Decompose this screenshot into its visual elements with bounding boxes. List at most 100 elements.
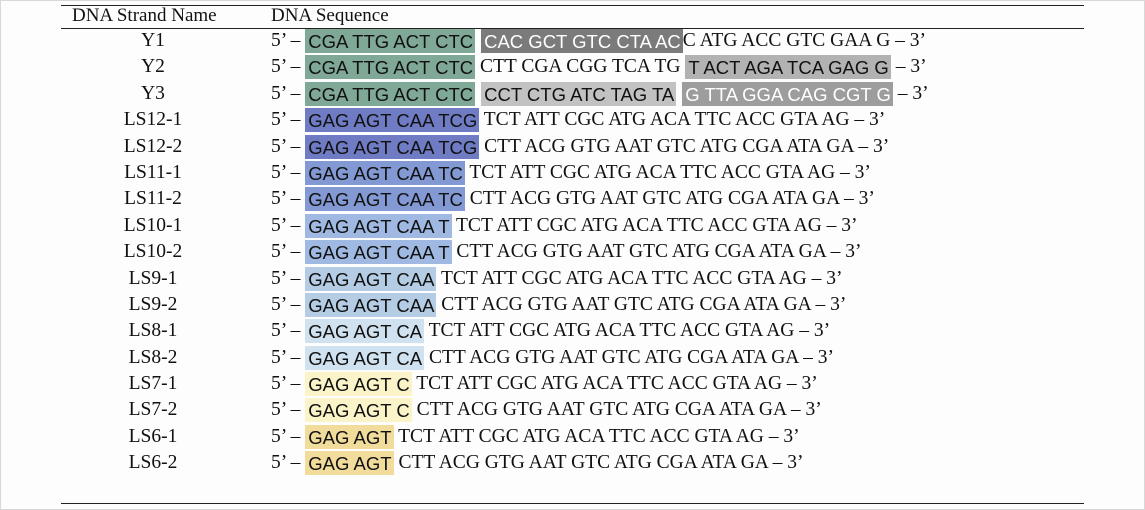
sequence-text: 5’ – [271, 241, 306, 263]
dna-sequence: 5’ – GAG AGT CAA T TCT ATT CGC ATG ACA T… [271, 213, 858, 239]
dna-sequence: 5’ – GAG AGT CAA TC CTT ACG GTG AAT GTC … [271, 186, 875, 212]
strand-name: LS10-2 [123, 241, 183, 263]
table-row: LS10-2 5’ – GAG AGT CAA T CTT ACG GTG AAT… [0, 239, 1145, 265]
sequence-text: TCT ATT CGC ATG ACA TTC ACC GTA AG – 3’ [451, 214, 858, 236]
strand-name: LS9-1 [128, 267, 178, 289]
dna-sequence: 5’ – GAG AGT TCT ATT CGC ATG ACA TTC ACC… [271, 424, 800, 450]
strand-name: Y3 [141, 82, 165, 104]
sequence-text: TCT ATT CGC ATG ACA TTC ACC GTA AG – 3’ [436, 267, 843, 289]
dna-sequence: 5’ – GAG AGT CAA T CTT ACG GTG AAT GTC A… [271, 239, 861, 265]
table-bottom-rule [61, 503, 1084, 504]
sequence-text: CTT ACG GTG AAT GTC ATG CGA ATA GA – 3’ [411, 399, 822, 421]
highlighted-domain: GAG AGT CAA TC [305, 187, 465, 212]
highlighted-domain: GAG AGT CAA T [305, 240, 452, 265]
sequence-text: CTT ACG GTG AAT GTC ATG CGA ATA GA – 3’ [451, 241, 862, 263]
highlighted-domain: GAG AGT CAA TCG [305, 134, 480, 159]
dna-sequence: 5’ – GAG AGT CAA TC TCT ATT CGC ATG ACA … [271, 160, 871, 186]
strand-name: LS11-1 [124, 161, 182, 183]
highlighted-domain: CGA TTG ACT CTC [305, 55, 476, 80]
sequence-text: CTT ACG GTG AAT GTC ATG CGA ATA GA – 3’ [393, 452, 804, 474]
sequence-text: 5’ – [271, 82, 306, 104]
highlighted-domain: GAG AGT C [305, 398, 412, 423]
dna-sequence: 5’ – GAG AGT C CTT ACG GTG AAT GTC ATG C… [271, 397, 822, 423]
dna-sequence: 5’ – GAG AGT CAA CTT ACG GTG AAT GTC ATG… [271, 292, 846, 318]
highlighted-domain: CAC GCT GTC CTA AC [481, 29, 683, 53]
strand-name: Y2 [141, 56, 165, 78]
dna-sequence: 5’ – GAG AGT CA CTT ACG GTG AAT GTC ATG … [271, 345, 834, 371]
sequence-text: 5’ – [271, 56, 306, 78]
dna-sequence: 5’ – GAG AGT CA TCT ATT CGC ATG ACA TTC … [271, 318, 830, 344]
table-row: LS6-1 5’ – GAG AGT TCT ATT CGC ATG ACA TT… [0, 424, 1145, 450]
table-row: LS9-2 5’ – GAG AGT CAA CTT ACG GTG AAT GT… [0, 292, 1145, 318]
strand-name: LS8-1 [128, 320, 178, 342]
strand-name: LS11-2 [124, 188, 182, 210]
highlighted-domain: T ACT AGA TCA GAG G [685, 55, 891, 80]
strand-name: LS10-1 [123, 214, 183, 236]
highlighted-domain: GAG AGT CA [305, 345, 425, 370]
sequence-text: 5’ – [271, 30, 306, 51]
table-row: Y2 5’ – CGA TTG ACT CTC CTT CGA CGG TCA T… [0, 54, 1145, 80]
dna-sequence: 5’ – GAG AGT C TCT ATT CGC ATG ACA TTC A… [271, 371, 818, 397]
strand-name: LS6-1 [128, 425, 178, 447]
table-row: LS11-1 5’ – GAG AGT CAA TC TCT ATT CGC AT… [0, 160, 1145, 186]
highlighted-domain: CGA TTG ACT CTC [305, 81, 476, 106]
sequence-text: 5’ – [271, 452, 306, 474]
table-row: LS8-2 5’ – GAG AGT CA CTT ACG GTG AAT GTC… [0, 345, 1145, 371]
dna-sequence: 5’ – GAG AGT CAA TCT ATT CGC ATG ACA TTC… [271, 266, 842, 292]
highlighted-domain: GAG AGT CAA TCG [305, 108, 480, 133]
sequence-text: TCT ATT CGC ATG ACA TTC ACC GTA AG – 3’ [411, 373, 818, 395]
highlighted-domain: GAG AGT [305, 424, 394, 449]
dna-sequence: 5’ – GAG AGT CTT ACG GTG AAT GTC ATG CGA… [271, 450, 804, 476]
sequence-text: C ATG ACC GTC GAA G – 3’ [682, 30, 927, 51]
sequence-text: 5’ – [271, 267, 306, 289]
sequence-text: 5’ – [271, 399, 306, 421]
strand-name: LS6-2 [128, 452, 178, 474]
table-row: LS8-1 5’ – GAG AGT CA TCT ATT CGC ATG ACA… [0, 318, 1145, 344]
sequence-text: CTT ACG GTG AAT GTC ATG CGA ATA GA – 3’ [424, 346, 835, 368]
sequence-text: – 3’ [892, 82, 929, 104]
strand-name: LS8-2 [128, 346, 178, 368]
header-strand-name: DNA Strand Name [72, 5, 217, 26]
highlighted-domain: GAG AGT CAA [305, 266, 437, 291]
strand-name: LS7-2 [128, 399, 178, 421]
sequence-text: 5’ – [271, 320, 306, 342]
sequence-text: TCT ATT CGC ATG ACA TTC ACC GTA AG – 3’ [464, 161, 871, 183]
sequence-text: CTT CGA CGG TCA TG [475, 56, 686, 78]
sequence-text: 5’ – [271, 373, 306, 395]
dna-sequence: 5’ – GAG AGT CAA TCG TCT ATT CGC ATG ACA… [271, 107, 885, 133]
sequence-text: CTT ACG GTG AAT GTC ATG CGA ATA GA – 3’ [436, 293, 847, 315]
sequence-text: – 3’ [890, 56, 927, 78]
sequence-text: CTT ACG GTG AAT GTC ATG CGA ATA GA – 3’ [464, 188, 875, 210]
highlighted-domain: GAG AGT CAA TC [305, 160, 465, 185]
sequence-text: 5’ – [271, 425, 306, 447]
sequence-text: TCT ATT CGC ATG ACA TTC ACC GTA AG – 3’ [393, 425, 800, 447]
highlighted-domain: G TTA GGA CAG CGT G [682, 81, 893, 106]
highlighted-domain: CGA TTG ACT CTC [305, 29, 476, 53]
table-row: LS11-2 5’ – GAG AGT CAA TC CTT ACG GTG AA… [0, 186, 1145, 212]
highlighted-domain: CCT CTG ATC TAG TA [481, 81, 677, 106]
table-row: LS9-1 5’ – GAG AGT CAA TCT ATT CGC ATG AC… [0, 266, 1145, 292]
header-rule [61, 28, 1084, 29]
sequence-text: 5’ – [271, 188, 306, 210]
sequence-text: TCT ATT CGC ATG ACA TTC ACC GTA AG – 3’ [424, 320, 831, 342]
table-top-rule [61, 5, 1084, 6]
strand-name: LS9-2 [128, 293, 178, 315]
highlighted-domain: GAG AGT [305, 451, 394, 476]
highlighted-domain: GAG AGT C [305, 372, 412, 397]
sequence-text: 5’ – [271, 161, 306, 183]
table-row: LS6-2 5’ – GAG AGT CTT ACG GTG AAT GTC AT… [0, 450, 1145, 476]
sequence-text: 5’ – [271, 109, 306, 131]
sequence-text: CTT ACG GTG AAT GTC ATG CGA ATA GA – 3’ [479, 135, 890, 157]
header-dna-sequence: DNA Sequence [271, 5, 389, 26]
sequence-text: 5’ – [271, 346, 306, 368]
strand-name: LS12-2 [123, 135, 183, 157]
strand-name: Y1 [141, 30, 165, 51]
